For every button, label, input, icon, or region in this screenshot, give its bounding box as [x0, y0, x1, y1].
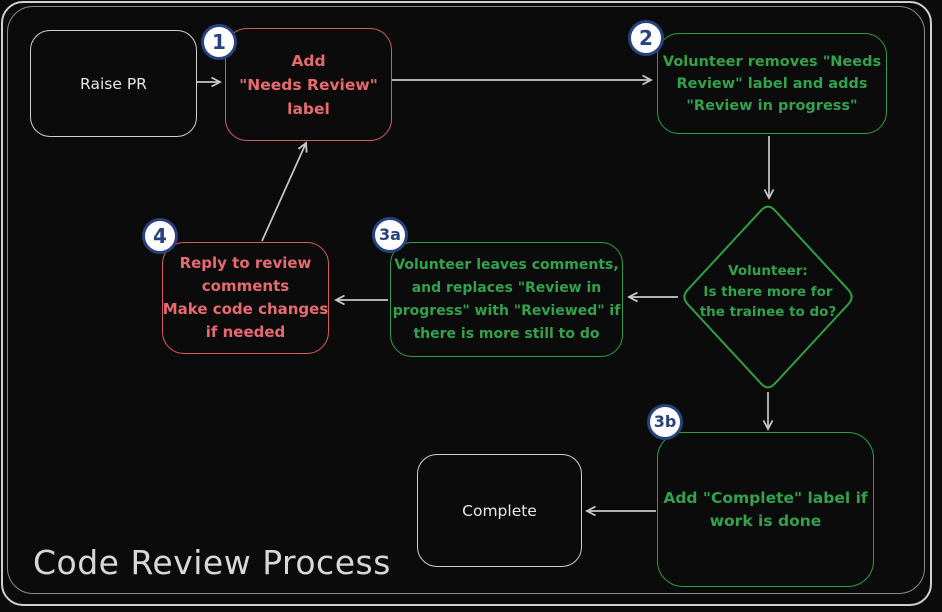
node-volunteer-leaves-comments: Volunteer leaves comments, and replaces … [390, 242, 623, 357]
text-line: Add [291, 51, 326, 70]
node-add-complete-label: Add "Complete" label if work is done [657, 432, 874, 587]
text-line: work is done [709, 511, 822, 530]
node-add-needs-review-text: Add "Needs Review" label [239, 49, 378, 121]
step-badge-3b: 3b [647, 404, 683, 440]
node-reply-text: Reply to review comments Make code chang… [163, 252, 329, 344]
node-volunteer-removes-label: Volunteer removes "Needs Review" label a… [657, 33, 887, 134]
text-line: Make code changes [162, 300, 329, 318]
node-volunteer-removes-text: Volunteer removes "Needs Review" label a… [663, 51, 881, 117]
text-line: "Review in progress" [686, 97, 858, 114]
text-line: Add "Complete" label if [663, 488, 868, 507]
text-line: "Needs Review" [239, 75, 378, 94]
text-line: the trainee to do? [699, 304, 837, 320]
text-line: progress" with "Reviewed" if [392, 302, 621, 319]
node-complete-label: Complete [462, 501, 537, 520]
text-line: comments [201, 277, 290, 295]
text-line: label [287, 99, 330, 118]
decision-diamond [683, 205, 853, 389]
step-badge-3a: 3a [372, 217, 408, 253]
text-line: Volunteer: [728, 263, 808, 279]
step-badge-1: 1 [201, 24, 237, 60]
node-volunteer-leaves-text: Volunteer leaves comments, and replaces … [393, 254, 621, 346]
node-raise-pr-label: Raise PR [80, 74, 147, 93]
page-title: Code Review Process [33, 543, 391, 582]
text-line: Review" label and adds [676, 75, 868, 92]
text-line: Volunteer removes "Needs [662, 53, 882, 70]
text-line: Reply to review [179, 254, 312, 272]
decision-diamond-text: Volunteer: Is there more for the trainee… [688, 261, 848, 323]
step-badge-4: 4 [142, 218, 178, 254]
node-raise-pr: Raise PR [30, 30, 197, 137]
text-line: there is more still to do [413, 325, 600, 342]
step-badge-2: 2 [628, 20, 664, 56]
text-line: and replaces "Review in [411, 279, 602, 296]
arrow-reply-to-add-label [261, 141, 308, 242]
text-line: Is there more for [703, 283, 833, 300]
node-reply-to-review-comments: Reply to review comments Make code chang… [162, 242, 329, 354]
node-complete: Complete [417, 454, 582, 567]
text-line: if needed [205, 323, 286, 341]
node-add-complete-text: Add "Complete" label if work is done [663, 487, 867, 533]
node-add-needs-review-label: Add "Needs Review" label [225, 28, 392, 141]
text-line: Volunteer leaves comments, [394, 256, 619, 273]
